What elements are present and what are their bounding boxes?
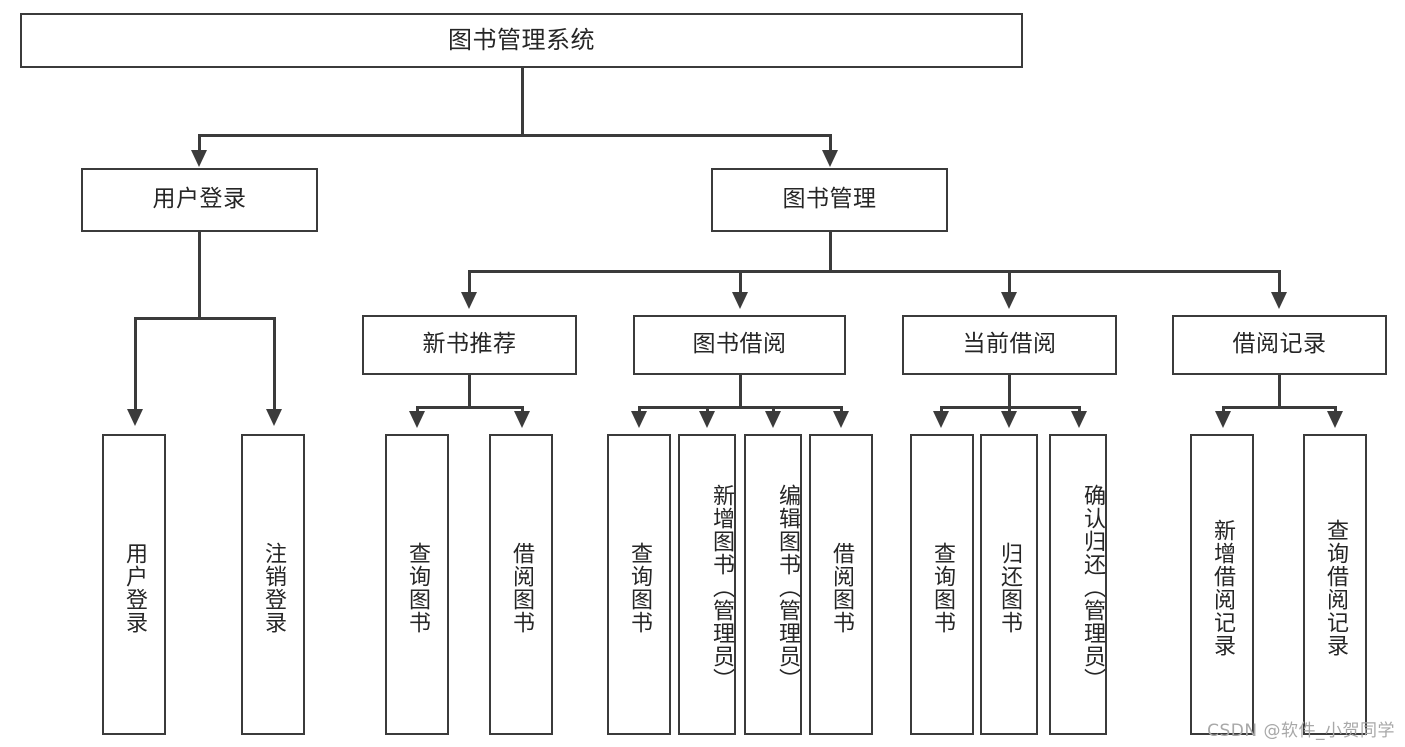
leaf-current-borrow-0[interactable]: 查询图书 [910,434,974,735]
connector-borrow-record-bus [1222,406,1336,409]
arrowhead-borrow-record-to-leaf-0 [1215,411,1231,428]
connector-book-borrow-stem [739,375,742,408]
connector-user-login-bus [134,317,275,320]
node-user-login[interactable]: 用户登录 [81,168,318,232]
arrowhead-current-borrow-to-leaf-0 [933,411,949,428]
node-label: 借阅图书 [828,541,854,634]
node-label: 注销登录 [260,541,286,634]
leaf-new-book-1[interactable]: 借阅图书 [489,434,553,735]
connector-root-to-book-mgmt [829,134,832,153]
connector-root-stem [521,68,524,136]
node-label: 查询借阅记录 [1322,518,1348,657]
connector-root-bus [198,134,832,137]
arrowhead-current-borrow-to-leaf-1 [1001,411,1017,428]
node-label: 当前借阅 [962,331,1057,358]
connector-borrow-record-stem [1278,375,1281,408]
node-label: 借阅记录 [1232,331,1327,358]
connector-book-mgmt-stem [829,232,832,272]
connector-new-book-stem [468,375,471,408]
leaf-user-login-0[interactable]: 用户登录 [102,434,166,735]
leaf-book-borrow-2[interactable]: 编辑图书（管理员） [744,434,802,735]
connector-book-borrow-to-leaf-3 [840,406,843,414]
node-label: 新书推荐 [422,331,517,358]
connector-new-book-to-leaf-1 [521,406,524,414]
connector-borrow-record-to-leaf-1 [1334,406,1337,414]
connector-current-borrow-to-leaf-2 [1078,406,1081,414]
node-label: 新增借阅记录 [1209,518,1235,657]
connector-user-login-to-leaf-0 [134,317,137,412]
arrowhead-book-borrow-to-leaf-3 [833,411,849,428]
connector-book-mgmt-to-book-borrow [739,270,742,295]
arrowhead-book-mgmt-to-current-borrow [1001,292,1017,309]
connector-book-borrow-bus [638,406,843,409]
leaf-book-borrow-3[interactable]: 借阅图书 [809,434,873,735]
arrowhead-borrow-record-to-leaf-1 [1327,411,1343,428]
arrowhead-book-mgmt-to-book-borrow [732,292,748,309]
leaf-current-borrow-2[interactable]: 确认归还（管理员） [1049,434,1107,735]
connector-root-to-user-login [198,134,201,153]
arrowhead-new-book-to-leaf-1 [514,411,530,428]
connector-new-book-to-leaf-0 [416,406,419,414]
connector-user-login-stem [198,232,201,319]
connector-book-mgmt-bus [468,270,1280,273]
arrowhead-user-login-to-leaf-1 [266,409,282,426]
node-new-book-recommend[interactable]: 新书推荐 [362,315,577,375]
node-book-management[interactable]: 图书管理 [711,168,948,232]
node-label: 查询图书 [929,541,955,634]
node-label: 图书管理系统 [448,26,595,55]
node-root-system[interactable]: 图书管理系统 [20,13,1023,68]
arrowhead-book-borrow-to-leaf-0 [631,411,647,428]
node-label: 查询图书 [404,541,430,634]
arrowhead-book-borrow-to-leaf-2 [765,411,781,428]
node-label: 图书管理 [782,186,877,213]
connector-current-borrow-stem [1008,375,1011,408]
leaf-borrow-record-0[interactable]: 新增借阅记录 [1190,434,1254,735]
connector-book-borrow-to-leaf-1 [706,406,709,414]
node-current-borrow[interactable]: 当前借阅 [902,315,1117,375]
leaf-current-borrow-1[interactable]: 归还图书 [980,434,1038,735]
arrowhead-root-to-book-mgmt [822,150,838,167]
node-borrow-record[interactable]: 借阅记录 [1172,315,1387,375]
connector-book-mgmt-to-new-book [468,270,471,295]
arrowhead-root-to-user-login [191,150,207,167]
connector-borrow-record-to-leaf-0 [1222,406,1225,414]
node-book-borrow[interactable]: 图书借阅 [633,315,846,375]
node-label: 编辑图书（管理员） [775,484,800,691]
leaf-borrow-record-1[interactable]: 查询借阅记录 [1303,434,1367,735]
leaf-user-login-1[interactable]: 注销登录 [241,434,305,735]
connector-new-book-bus [416,406,524,409]
node-label: 确认归还（管理员） [1080,484,1105,691]
arrowhead-current-borrow-to-leaf-2 [1071,411,1087,428]
leaf-new-book-0[interactable]: 查询图书 [385,434,449,735]
arrowhead-book-borrow-to-leaf-1 [699,411,715,428]
arrowhead-user-login-to-leaf-0 [127,409,143,426]
node-label: 借阅图书 [508,541,534,634]
node-label: 查询图书 [626,541,652,634]
connector-book-borrow-to-leaf-0 [638,406,641,414]
node-label: 用户登录 [152,186,247,213]
connector-current-borrow-to-leaf-0 [940,406,943,414]
connector-user-login-to-leaf-1 [273,317,276,412]
leaf-book-borrow-0[interactable]: 查询图书 [607,434,671,735]
node-label: 新增图书（管理员） [709,484,734,691]
connector-current-borrow-bus [940,406,1081,409]
connector-book-mgmt-to-current-borrow [1008,270,1011,295]
arrowhead-book-mgmt-to-new-book [461,292,477,309]
leaf-book-borrow-1[interactable]: 新增图书（管理员） [678,434,736,735]
connector-book-mgmt-to-borrow-record [1278,270,1281,295]
node-label: 归还图书 [996,541,1022,634]
connector-current-borrow-to-leaf-1 [1008,406,1011,414]
connector-book-borrow-to-leaf-2 [772,406,775,414]
node-label: 用户登录 [121,541,147,634]
node-label: 图书借阅 [692,331,787,358]
arrowhead-new-book-to-leaf-0 [409,411,425,428]
arrowhead-book-mgmt-to-borrow-record [1271,292,1287,309]
